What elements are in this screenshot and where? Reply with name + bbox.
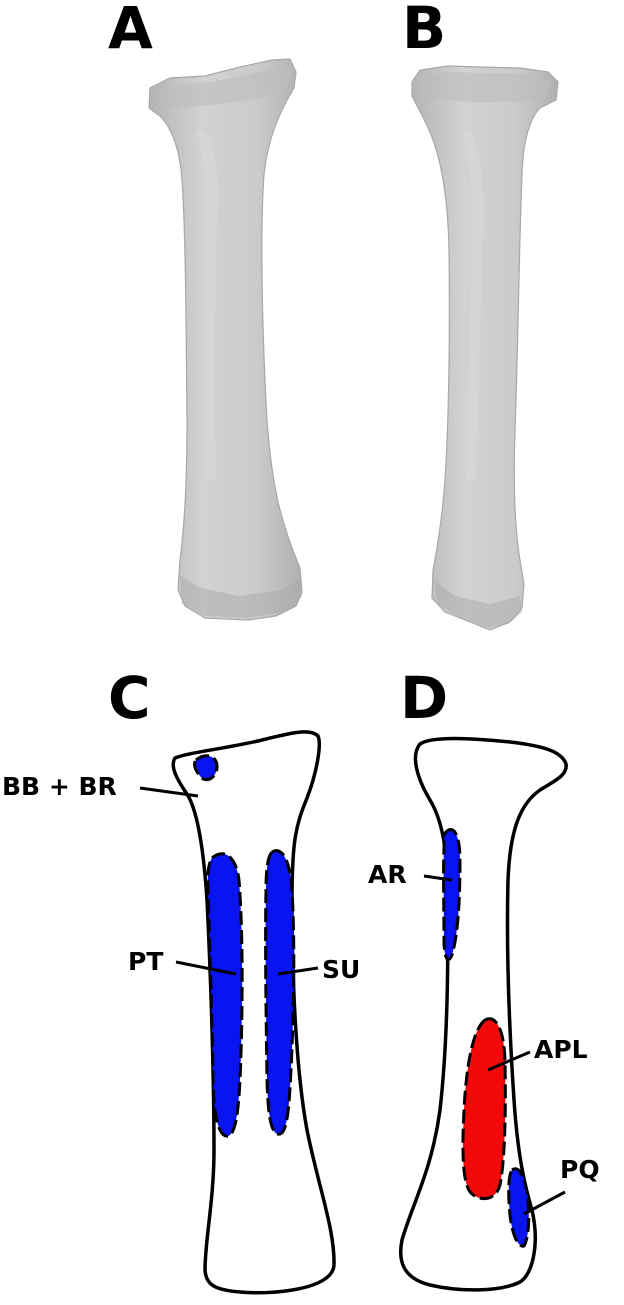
label-ar: AR <box>368 860 407 889</box>
panel-letter-d: D <box>400 664 448 732</box>
attachment-area-su <box>266 851 294 1135</box>
label-su: SU <box>322 955 360 984</box>
bone-render-a <box>149 59 302 620</box>
label-pt: PT <box>128 947 163 976</box>
panel-letter-c: C <box>108 664 151 732</box>
bone-outline-d: AR APL PQ <box>368 739 600 1290</box>
label-bb-br: BB + BR <box>2 772 117 801</box>
bone-outline-c: BB + BR PT SU <box>2 732 360 1293</box>
bone-render-b <box>412 66 558 630</box>
label-apl: APL <box>534 1035 588 1064</box>
label-pq: PQ <box>560 1155 600 1184</box>
attachment-area-pt <box>208 854 242 1136</box>
panel-letter-a: A <box>108 0 153 62</box>
panel-letter-b: B <box>402 0 446 62</box>
